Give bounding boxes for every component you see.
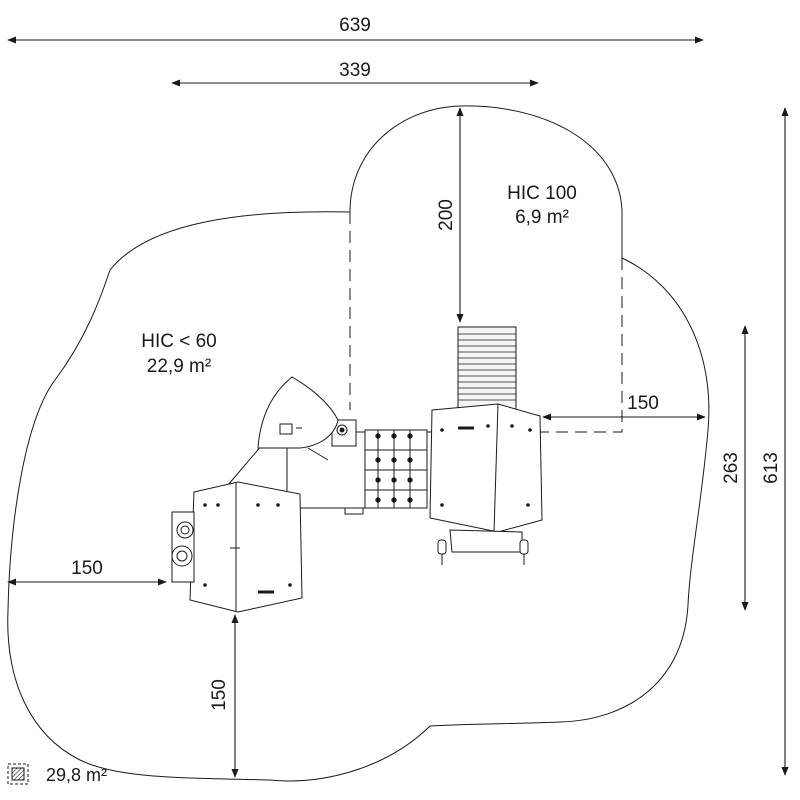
hatched-square-icon bbox=[7, 763, 29, 785]
total-area-label: 29,8 m² bbox=[46, 765, 107, 785]
lookout-roof bbox=[257, 376, 339, 449]
right-clearance-label: 150 bbox=[627, 393, 659, 414]
left-clearance-label: 150 bbox=[71, 558, 103, 579]
playground-structure bbox=[171, 326, 543, 613]
top-zone-depth-label: 200 bbox=[436, 199, 457, 231]
bottom-clearance-label: 150 bbox=[209, 679, 230, 711]
hic-100-label: HIC 100 bbox=[507, 183, 577, 204]
net-bridge bbox=[364, 429, 428, 509]
legend: 29,8 m² bbox=[7, 763, 107, 785]
safety-zone-outline bbox=[7, 105, 710, 782]
upper-width-label: 339 bbox=[339, 60, 371, 81]
right-inner-height-label: 263 bbox=[721, 452, 742, 484]
tower-right bbox=[429, 403, 543, 533]
tower-left bbox=[189, 481, 303, 613]
hic-100-area: 6,9 m² bbox=[515, 207, 569, 228]
slide-ribs bbox=[458, 333, 516, 401]
dimension-lines bbox=[7, 36, 789, 778]
total-width-label: 639 bbox=[339, 15, 371, 36]
slide bbox=[457, 326, 517, 410]
rail bbox=[227, 444, 263, 486]
tower-base bbox=[449, 529, 523, 553]
hic-60-area: 22,9 m² bbox=[147, 356, 211, 377]
tube-element bbox=[171, 511, 195, 583]
hic-60-label: HIC < 60 bbox=[141, 331, 217, 352]
hic-100-zone-boundary bbox=[349, 212, 623, 433]
total-height-label: 613 bbox=[761, 452, 782, 484]
